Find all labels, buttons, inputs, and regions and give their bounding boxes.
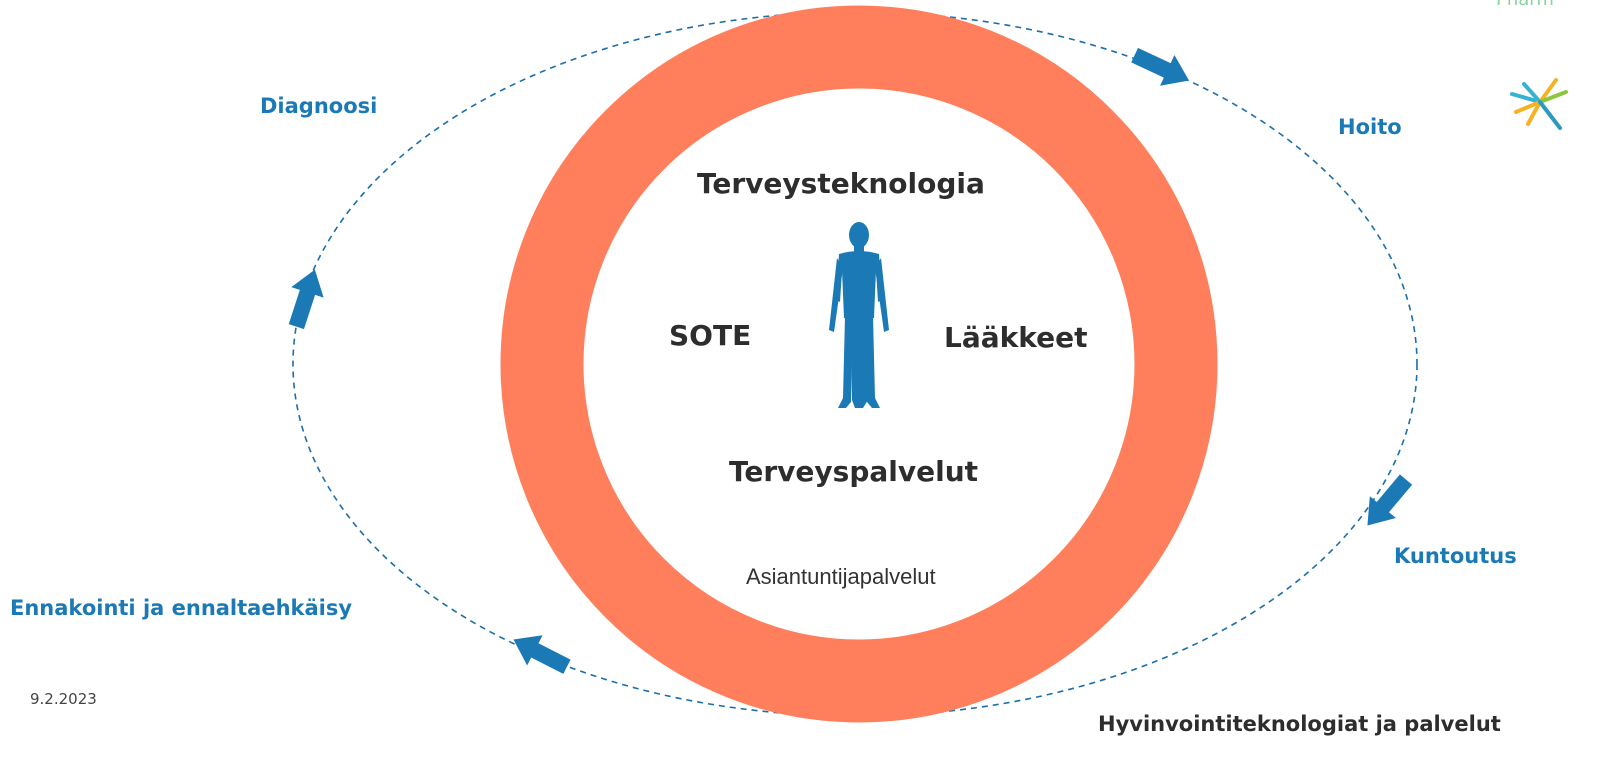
label-medicines: Lääkkeet <box>944 321 1088 354</box>
stage-treatment: Hoito <box>1338 115 1402 139</box>
slide-date: 9.2.2023 <box>30 690 97 708</box>
arrow-bottom-right <box>1367 474 1413 526</box>
label-health-technology: Terveysteknologia <box>697 167 985 200</box>
label-health-services: Terveyspalvelut <box>729 455 979 488</box>
arrow-bottom-left <box>513 635 571 674</box>
stage-diagnosis: Diagnoosi <box>260 94 378 118</box>
label-expert-services: Asiantuntijapalvelut <box>746 564 936 589</box>
human-figure-icon <box>829 222 889 408</box>
stage-rehabilitation: Kuntoutus <box>1394 544 1517 568</box>
stage-prediction: Ennakointi ja ennaltaehkäisy <box>10 596 353 620</box>
label-wellbeing-technologies: Hyvinvointiteknologiat ja palvelut <box>1098 712 1501 736</box>
starburst-logo-icon <box>1510 78 1568 130</box>
arrow-left <box>288 269 324 330</box>
ring-outer <box>500 5 1218 723</box>
brand-name-fragment: Pharm <box>1496 0 1554 9</box>
arrow-top-right <box>1131 47 1190 86</box>
label-sote: SOTE <box>669 319 752 352</box>
